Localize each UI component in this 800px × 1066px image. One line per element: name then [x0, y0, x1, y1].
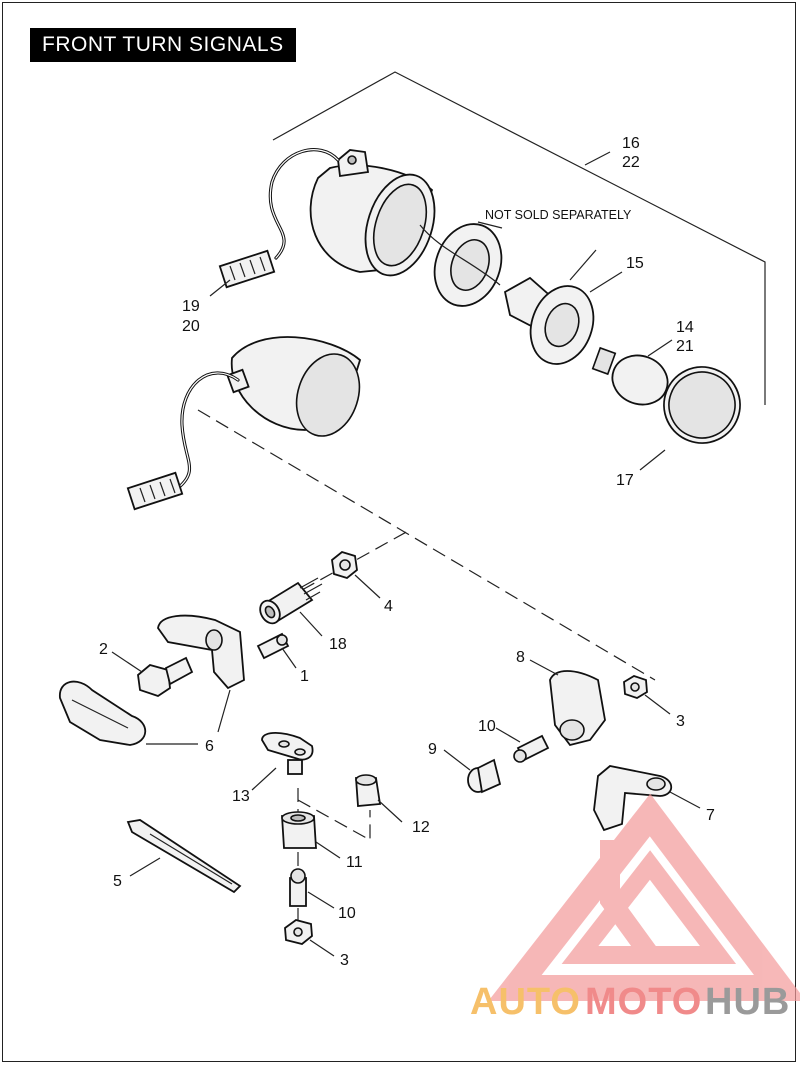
bushing-11 — [281, 811, 317, 849]
stud-10-upper — [513, 734, 550, 763]
callout-3-upper: 3 — [676, 713, 685, 730]
callout-16: 16 — [622, 135, 640, 152]
watermark-word-hub: HUB — [705, 981, 790, 1023]
cable-tie-5 — [126, 819, 242, 894]
clamp-6 — [59, 680, 147, 746]
assembly-bracket-16-22 — [272, 71, 766, 405]
bracket-7 — [593, 765, 673, 832]
leader-lines — [111, 221, 701, 957]
bushing-9 — [467, 758, 502, 794]
callout-4: 4 — [384, 598, 393, 615]
callout-22: 22 — [622, 154, 640, 171]
note-not-sold-separately: NOT SOLD SEPARATELY — [485, 208, 632, 222]
callout-14: 14 — [676, 319, 694, 336]
stud-10-lower — [289, 868, 307, 907]
callout-labels: 16 22 15 14 21 17 19 20 4 18 2 1 6 8 3 1… — [99, 135, 715, 969]
nut-3-upper — [623, 675, 648, 699]
callout-11: 11 — [346, 854, 363, 871]
bolt-2 — [137, 656, 194, 697]
lens-17 — [663, 366, 741, 444]
callout-20: 20 — [182, 318, 200, 335]
nut-4 — [331, 550, 358, 580]
callout-18: 18 — [329, 636, 347, 653]
callout-10-lower: 10 — [338, 905, 356, 922]
callout-21: 21 — [676, 338, 694, 355]
watermark-word-auto: AUTO — [470, 981, 581, 1023]
callout-5: 5 — [113, 873, 122, 890]
callout-8: 8 — [516, 649, 525, 666]
callout-7: 7 — [706, 807, 715, 824]
lens-gasket — [419, 223, 503, 307]
callout-9: 9 — [428, 741, 437, 758]
watermark-word-moto: MOTO — [585, 981, 702, 1023]
page-title: FRONT TURN SIGNALS — [30, 28, 296, 62]
plate-13 — [261, 732, 314, 775]
callout-6: 6 — [205, 738, 214, 755]
callout-17: 17 — [616, 472, 634, 489]
bulb-14-21 — [591, 346, 669, 406]
spacer-18 — [259, 577, 323, 625]
clamp-bracket — [157, 614, 245, 690]
lower-wire-harness — [126, 371, 240, 511]
upper-connector-19-20 — [218, 249, 276, 289]
callout-3-lower: 3 — [340, 952, 349, 969]
callout-10-upper: 10 — [478, 718, 496, 735]
lower-connector — [126, 471, 184, 511]
bulb-socket-15 — [503, 276, 595, 365]
callout-12: 12 — [412, 819, 430, 836]
assembled-turn-signal — [226, 336, 362, 437]
bracket-8 — [549, 670, 606, 747]
callout-15: 15 — [626, 255, 644, 272]
callout-2: 2 — [99, 641, 108, 658]
watermark-triangle-icon — [488, 793, 800, 1001]
callout-1: 1 — [300, 668, 309, 685]
upper-signal-housing — [309, 149, 436, 277]
callout-13: 13 — [232, 788, 250, 805]
nut-3-lower — [284, 919, 313, 945]
callout-19: 19 — [182, 298, 200, 315]
screw-1 — [256, 632, 290, 660]
upper-wire-harness — [218, 148, 340, 289]
nut-12 — [355, 774, 382, 807]
